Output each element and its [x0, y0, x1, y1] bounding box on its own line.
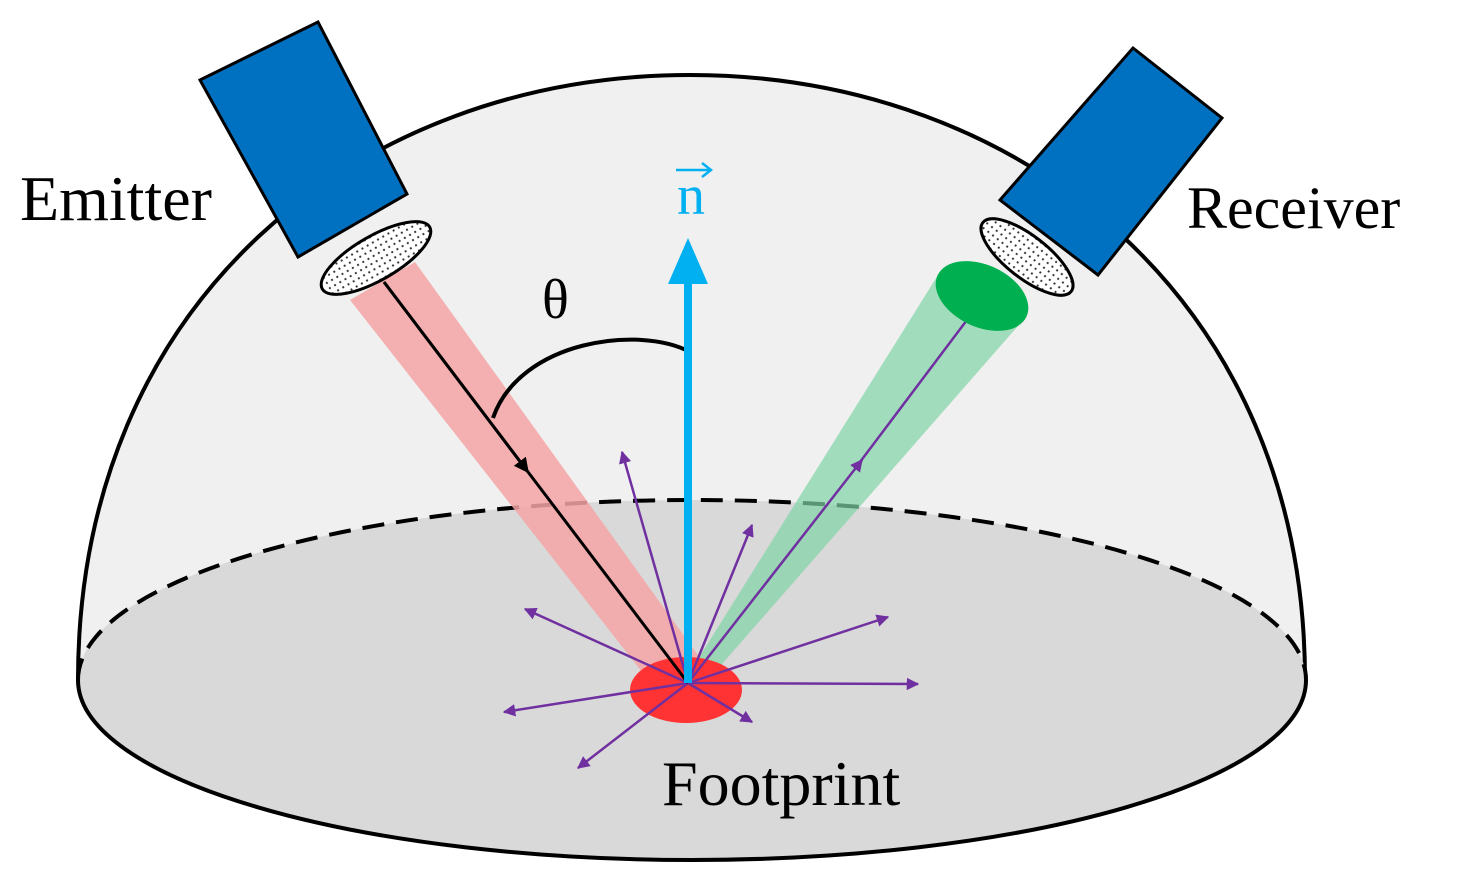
base-back-edge — [76, 498, 1308, 681]
receiver-label: Receiver — [1187, 175, 1400, 241]
svg-text:n: n — [677, 165, 705, 227]
footprint-label: Footprint — [662, 748, 900, 819]
incident-ray-arrowhead — [382, 281, 530, 474]
emitter-device-icon — [197, 20, 433, 296]
receiver-device-icon — [979, 45, 1225, 297]
receiver-ray — [859, 299, 983, 463]
vector-arrow-icon — [676, 162, 714, 178]
normal-vector-arrow — [668, 238, 708, 683]
angle-arc — [491, 337, 691, 419]
emitter-beam — [350, 262, 705, 705]
scatter-arrows — [502, 450, 920, 769]
emitter-label: Emitter — [20, 163, 212, 234]
normal-label: n — [676, 162, 714, 227]
angle-label: θ — [542, 269, 569, 331]
receiver-spot — [935, 261, 1029, 331]
base-front-edge — [76, 679, 1308, 862]
